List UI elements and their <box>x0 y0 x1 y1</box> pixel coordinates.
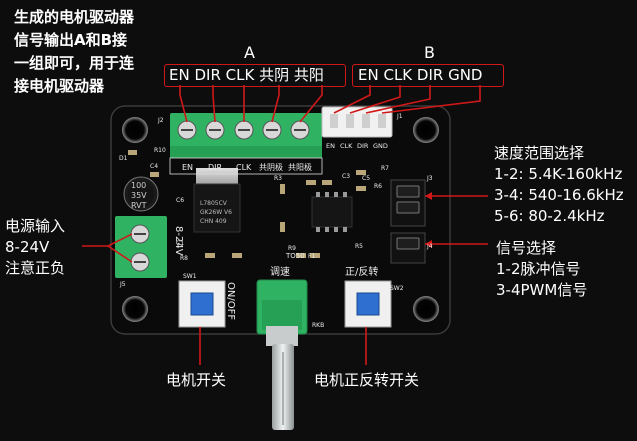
silk-ref-c1: C1 <box>176 240 184 247</box>
motor-switch-label: 电机开关 <box>166 371 227 389</box>
ic-chip <box>311 192 353 232</box>
silk-ref-j3: J3 <box>426 175 433 182</box>
direction-switch-label: 电机正反转开关 <box>314 371 420 389</box>
silk-ref-j5: J5 <box>119 281 126 288</box>
power-line-3: 注意正负 <box>5 259 66 277</box>
silk-reg-2: GK26W V6 <box>200 209 232 216</box>
silk-ref-r9: R9 <box>288 245 296 252</box>
signal-line-1: 信号选择 <box>496 239 557 257</box>
silk-a-common-anode: 共阳极 <box>288 162 312 172</box>
silk-ref-sw1: SW1 <box>183 273 197 280</box>
power-terminal <box>115 216 167 278</box>
silk-reg-1: L7805CV <box>200 200 228 207</box>
intro-line-2: 信号输出A和B接 <box>14 31 128 49</box>
speed-jumper-header <box>390 179 426 227</box>
direction-switch <box>344 280 392 328</box>
silk-ref-r3: R3 <box>274 175 282 182</box>
silk-b-en: EN <box>326 142 335 150</box>
intro-line-1: 生成的电机驱动器 <box>14 8 135 26</box>
silk-ref-c3: C3 <box>342 173 350 180</box>
silk-a-dir: DIR <box>208 163 223 172</box>
electrolytic-capacitor <box>123 176 159 212</box>
group-b-label: B <box>424 43 435 62</box>
silk-b-clk: CLK <box>340 142 353 150</box>
silk-ref-sw2: SW2 <box>390 285 404 292</box>
silk-dir: 正/反转 <box>345 265 378 278</box>
silk-ref-j2: J2 <box>157 117 164 124</box>
silk-ref-r5: R5 <box>355 243 363 250</box>
group-a-label: A <box>244 43 255 62</box>
signal-line-2: 1-2脉冲信号 <box>496 260 581 278</box>
silk-ref-j1: J1 <box>396 113 403 120</box>
silk-b-dir: DIR <box>357 142 369 150</box>
silk-ref-r10: R10 <box>154 147 166 154</box>
speed-note: 速度范围选择 1-2: 5.4K-160kHz 3-4: 540-16.6kHz… <box>494 143 624 227</box>
silk-ref-r8: R8 <box>180 255 188 262</box>
silk-ref-c4: C4 <box>150 163 158 170</box>
speed-line-4: 5-6: 80-2.4kHz <box>494 207 605 225</box>
group-a-box: EN DIR CLK 共阴 共阳 <box>164 64 346 87</box>
silk-ref-d1: D1 <box>119 155 128 162</box>
silk-ref-rkb: RKB <box>312 322 324 329</box>
silk-ref-c6: C6 <box>176 197 184 204</box>
intro-line-3: 一组即可，用于连 <box>14 54 135 72</box>
silk-ref-c5: C5 <box>362 175 370 182</box>
voltage-regulator <box>193 168 241 233</box>
silk-cap-1: 100 <box>131 181 146 190</box>
silk-ref-f1: F1 <box>308 253 315 260</box>
terminal-block-a <box>170 113 322 158</box>
power-line-1: 电源输入 <box>5 217 66 235</box>
intro-text: 生成的电机驱动器 信号输出A和B接 一组即可，用于连 接电机驱动器 <box>14 6 134 98</box>
power-note: 电源输入 8-24V 注意正负 <box>5 216 65 279</box>
silk-onoff: ON/OFF <box>225 282 236 320</box>
signal-jumper-header <box>390 232 426 264</box>
speed-line-2: 1-2: 5.4K-160kHz <box>494 165 623 183</box>
silk-reg-3: CHN 409 <box>200 218 227 225</box>
speed-line-3: 3-4: 540-16.6kHz <box>494 186 624 204</box>
silk-pot: 调速 <box>270 266 290 278</box>
group-a-pins: EN DIR CLK 共阴 共阳 <box>169 66 324 84</box>
group-b-box: EN CLK DIR GND <box>352 64 504 87</box>
silk-ref-r6: R6 <box>374 183 382 190</box>
pointer-lines <box>82 85 488 365</box>
speed-line-1: 速度范围选择 <box>494 144 585 162</box>
power-switch <box>178 280 226 328</box>
silk-header-b: EN CLK DIR GND <box>326 142 388 150</box>
group-b-pins: EN CLK DIR GND <box>358 66 483 84</box>
silk-ref-to50: TO50 <box>285 252 305 260</box>
intro-line-4: 接电机驱动器 <box>14 77 105 95</box>
silk-cap-3: RVT <box>131 201 147 210</box>
signal-line-3: 3-4PWM信号 <box>496 281 588 299</box>
silk-terminal-a: EN DIR CLK 共阴极 共阳极 <box>182 162 312 172</box>
silk-ref-r7: R7 <box>381 165 389 172</box>
silk-a-en: EN <box>182 163 193 172</box>
mounting-holes <box>122 117 439 322</box>
silk-ref-j4: J4 <box>426 243 433 250</box>
silk-power: 8-24V <box>173 226 184 256</box>
silk-a-common-cathode: 共阴极 <box>259 162 283 172</box>
smd-components <box>128 150 366 258</box>
power-line-2: 8-24V <box>5 238 50 256</box>
speed-potentiometer <box>256 279 308 430</box>
silk-cap-2: 35V <box>131 191 147 200</box>
silk-b-gnd: GND <box>373 142 388 150</box>
silk-a-clk: CLK <box>236 163 252 172</box>
header-b <box>321 106 393 138</box>
signal-note: 信号选择 1-2脉冲信号 3-4PWM信号 <box>496 238 587 301</box>
